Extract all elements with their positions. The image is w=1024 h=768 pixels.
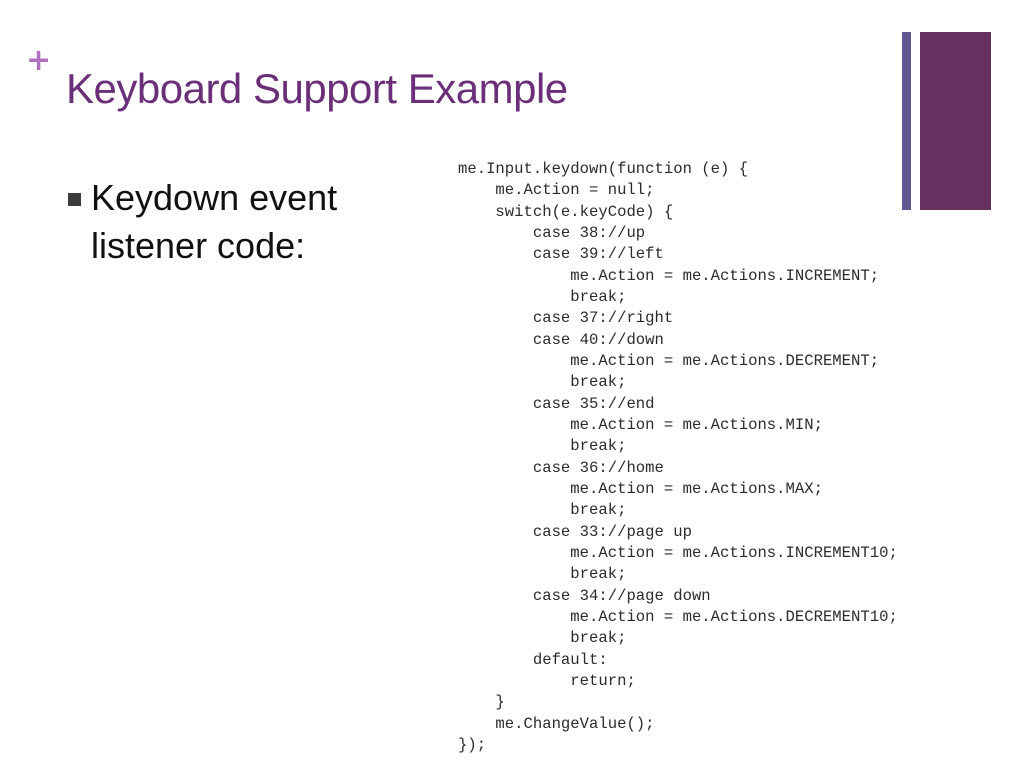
- code-line: me.Input.keydown(function (e) {: [458, 160, 749, 178]
- code-line: return;: [458, 671, 636, 690]
- code-line: break;: [458, 629, 627, 648]
- code-line: break;: [458, 287, 627, 306]
- accent-bar-thin: [902, 32, 911, 210]
- code-line: me.Action = me.Actions.INCREMENT;: [458, 266, 880, 285]
- code-line: me.Action = me.Actions.MAX;: [458, 479, 823, 498]
- code-line: me.Action = me.Actions.MIN;: [458, 415, 823, 434]
- slide-title: Keyboard Support Example: [66, 65, 568, 112]
- code-line: switch(e.keyCode) {: [458, 202, 674, 221]
- code-line: me.Action = me.Actions.DECREMENT;: [458, 351, 880, 370]
- code-line: case 33://page up: [458, 522, 692, 541]
- code-line: me.Action = me.Actions.DECREMENT10;: [458, 607, 898, 626]
- code-line: me.Action = me.Actions.INCREMENT10;: [458, 543, 898, 562]
- code-line: case 34://page down: [458, 586, 711, 605]
- code-line: break;: [458, 373, 627, 392]
- code-line: case 35://end: [458, 394, 655, 413]
- code-line: case 36://home: [458, 458, 664, 477]
- code-line: case 37://right: [458, 309, 674, 328]
- code-line: });: [458, 735, 487, 754]
- bullet-text: Keydown event listener code:: [91, 177, 338, 266]
- accent-bar-thick: [920, 32, 991, 210]
- code-line: }: [458, 693, 505, 712]
- code-line: me.ChangeValue();: [458, 714, 655, 733]
- code-line: case 39://left: [458, 245, 664, 264]
- plus-icon: +: [26, 43, 52, 78]
- code-line: case 40://down: [458, 330, 664, 349]
- code-line: break;: [458, 437, 627, 456]
- code-line: break;: [458, 501, 627, 520]
- code-line: me.Action = null;: [458, 181, 655, 200]
- code-line: break;: [458, 565, 627, 584]
- code-line: default:: [458, 650, 608, 669]
- bullet-list: Keydown event listener code:: [68, 174, 398, 270]
- square-bullet-icon: [68, 193, 81, 206]
- code-block: me.Input.keydown(function (e) { me.Actio…: [458, 159, 898, 756]
- code-line: case 38://up: [458, 223, 646, 242]
- bullet-item: Keydown event listener code:: [68, 174, 398, 270]
